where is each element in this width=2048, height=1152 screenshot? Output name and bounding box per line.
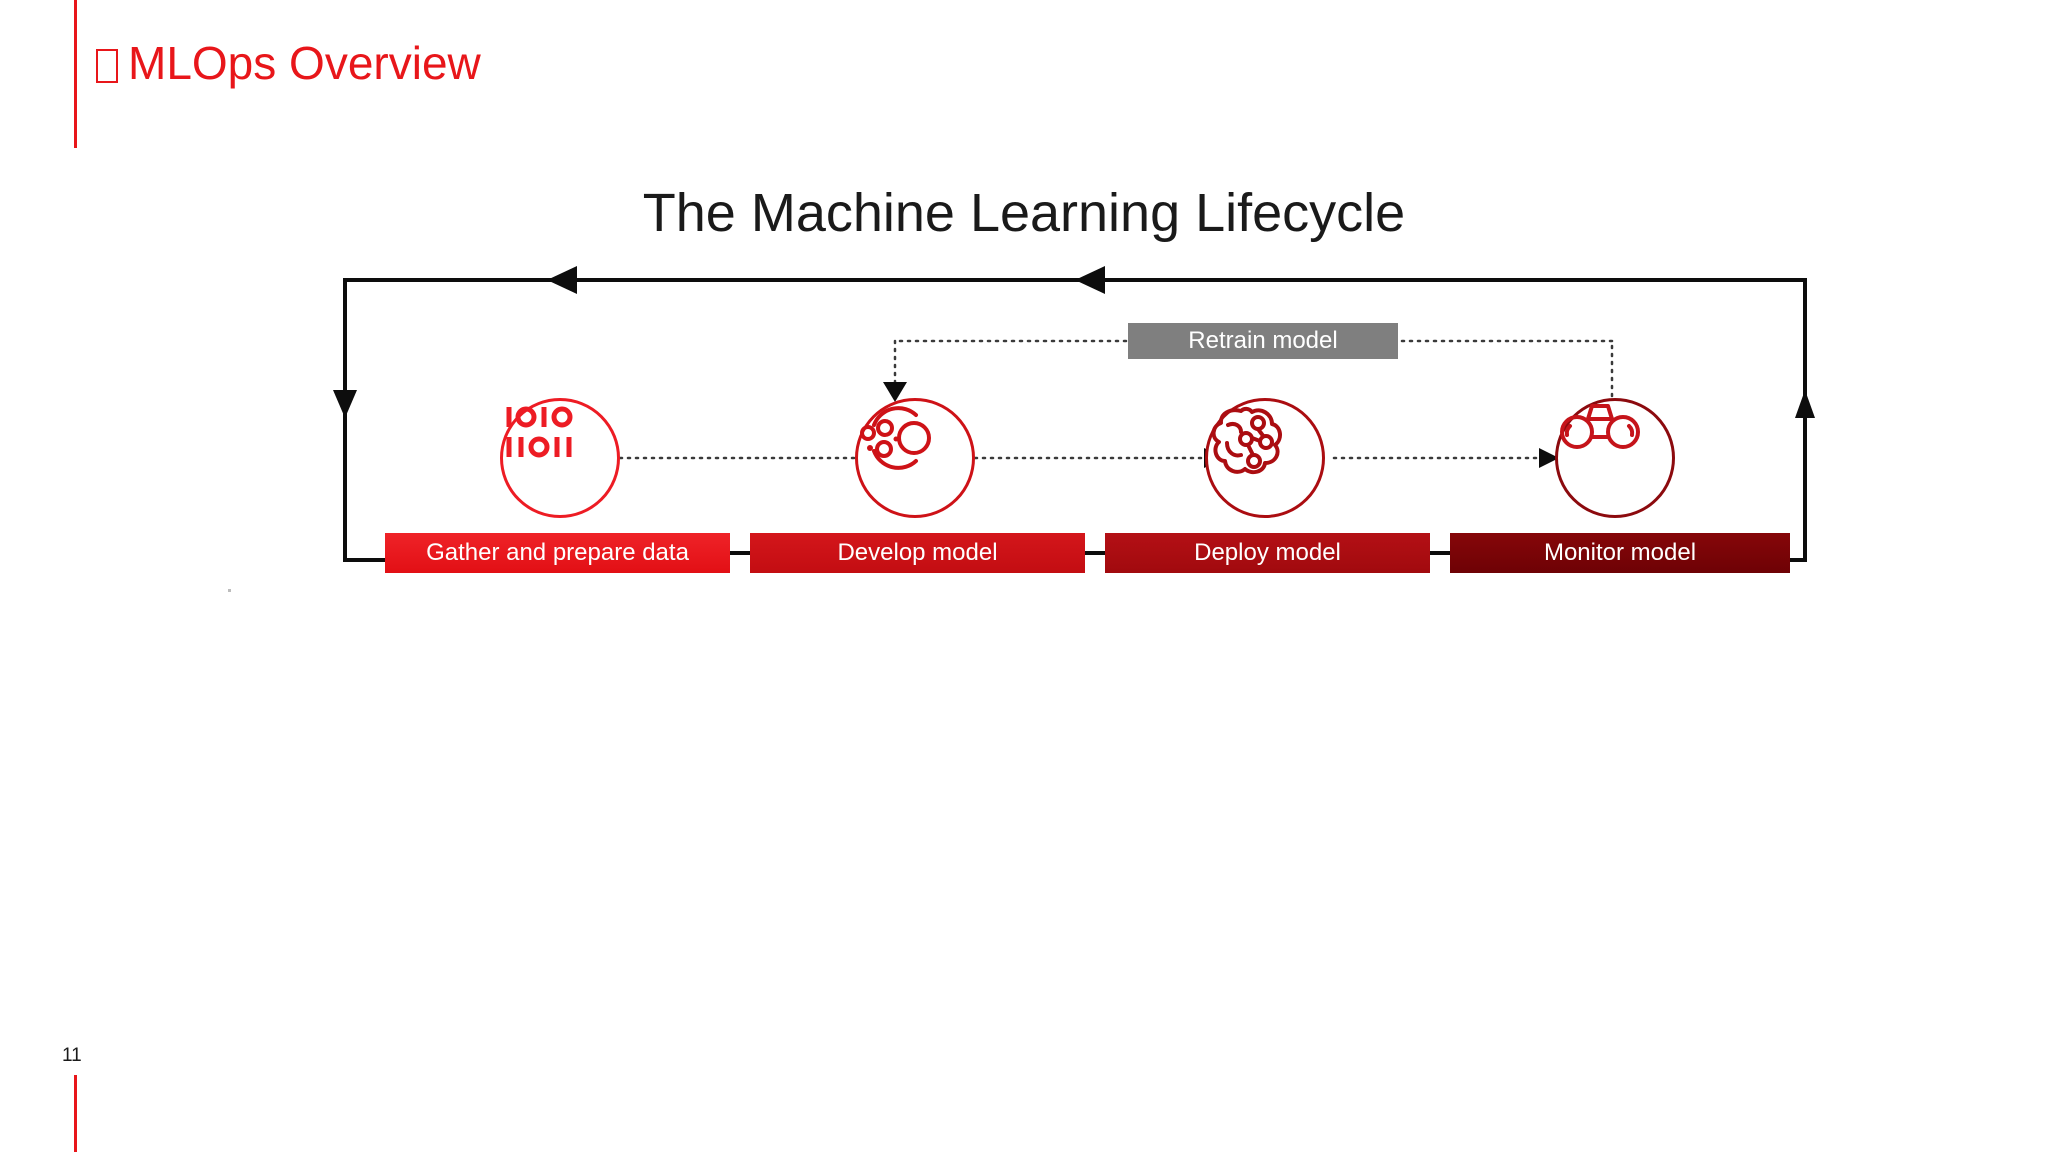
outer-loop-top — [345, 266, 1807, 294]
outer-loop-left — [333, 278, 385, 562]
stray-artifact-dot — [228, 589, 231, 592]
retrain-model-label-text: Retrain model — [1188, 327, 1338, 354]
page-number: 11 — [62, 1045, 82, 1066]
arrowhead-down-left — [333, 390, 357, 418]
stage-bar-monitor-model[interactable]: Monitor model — [1450, 533, 1790, 573]
retrain-model-label[interactable]: Retrain model — [1128, 323, 1398, 359]
page-title-text: MLOps Overview — [128, 37, 481, 89]
footer-accent-rule — [74, 1075, 77, 1152]
stage-bar-gather-and-prepare-data[interactable]: Gather and prepare data — [385, 533, 730, 573]
stage-bar-label: Gather and prepare data — [426, 539, 689, 566]
stage-circle-deploy-model — [1205, 398, 1325, 518]
stage-circle-monitor-model — [1555, 398, 1675, 518]
page-title: MLOps Overview — [96, 36, 481, 90]
stage-connector-2-3 — [973, 448, 1224, 468]
stage-connector-1-2 — [618, 448, 878, 468]
stage-connector-3-4 — [1332, 448, 1559, 468]
brain-network-icon — [1211, 406, 1282, 475]
diagram-title: The Machine Learning Lifecycle — [642, 183, 1406, 243]
arrowhead-up-right — [1795, 390, 1815, 418]
stage-circle-develop-model — [855, 398, 975, 518]
arrowhead-left-mid — [1075, 266, 1105, 294]
binoculars-icon — [1560, 404, 1640, 449]
arrowhead-retrain-down — [883, 382, 907, 402]
stage-bar-deploy-model[interactable]: Deploy model — [1105, 533, 1430, 573]
retrain-path — [883, 339, 1614, 414]
header-accent-rule — [74, 0, 77, 148]
stage-bar-label: Develop model — [837, 539, 998, 566]
stage-bar-label: Monitor model — [1543, 539, 1697, 566]
binary-data-icon — [506, 406, 573, 458]
stage-bar-develop-model[interactable]: Develop model — [750, 533, 1085, 573]
stage-circle-gather-and-prepare-data — [500, 398, 620, 518]
outer-loop-right — [1740, 280, 1815, 562]
arrowhead-left-start — [547, 266, 577, 294]
stage-bar-label: Deploy model — [1194, 539, 1341, 566]
missing-glyph-icon — [96, 49, 118, 83]
data-clusters-icon — [860, 406, 931, 470]
